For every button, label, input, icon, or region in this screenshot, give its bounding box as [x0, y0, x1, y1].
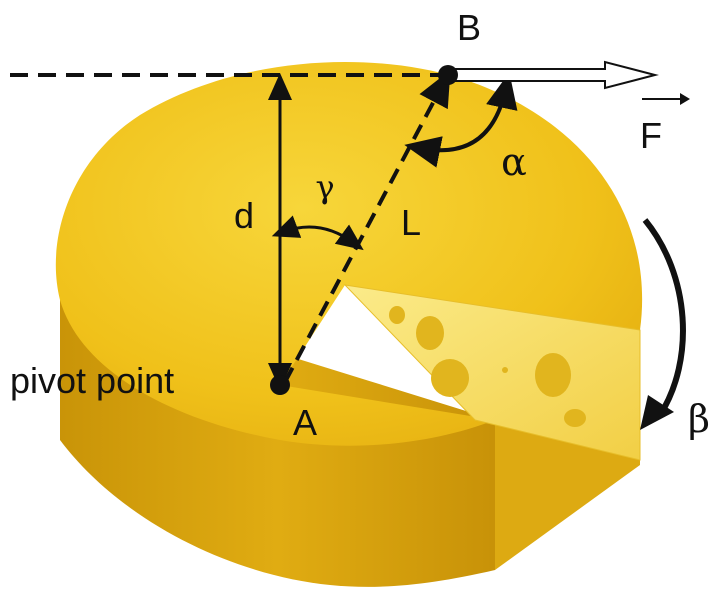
point-a-marker: [270, 375, 290, 395]
label-distance-d: d: [234, 195, 254, 236]
point-b-marker: [438, 65, 458, 85]
cheese-hole: [564, 409, 586, 427]
rotation-arrow-icon: [642, 218, 686, 417]
label-pivot-point: pivot point: [10, 360, 174, 401]
angle-gamma-arc: [271, 215, 364, 251]
cheese-wheel: [55, 61, 643, 587]
vector-arrow-icon: [642, 93, 690, 105]
cheese-hole: [535, 353, 571, 397]
cheese-hole: [416, 316, 444, 350]
label-angle-gamma: γ: [315, 168, 334, 206]
cheese-hole: [502, 367, 508, 373]
label-point-b: B: [457, 7, 481, 48]
angle-alpha-arc: [404, 72, 518, 168]
label-length-l: L: [401, 202, 421, 243]
label-force-f: F: [640, 115, 662, 156]
label-angle-beta: β: [688, 397, 710, 441]
force-arrow-icon: [449, 60, 659, 90]
cheese-hole: [389, 306, 405, 324]
cheese-hole: [431, 359, 469, 397]
label-point-a: A: [293, 402, 317, 443]
rotation-arrowhead: [640, 395, 674, 430]
label-angle-alpha: α: [501, 140, 527, 184]
